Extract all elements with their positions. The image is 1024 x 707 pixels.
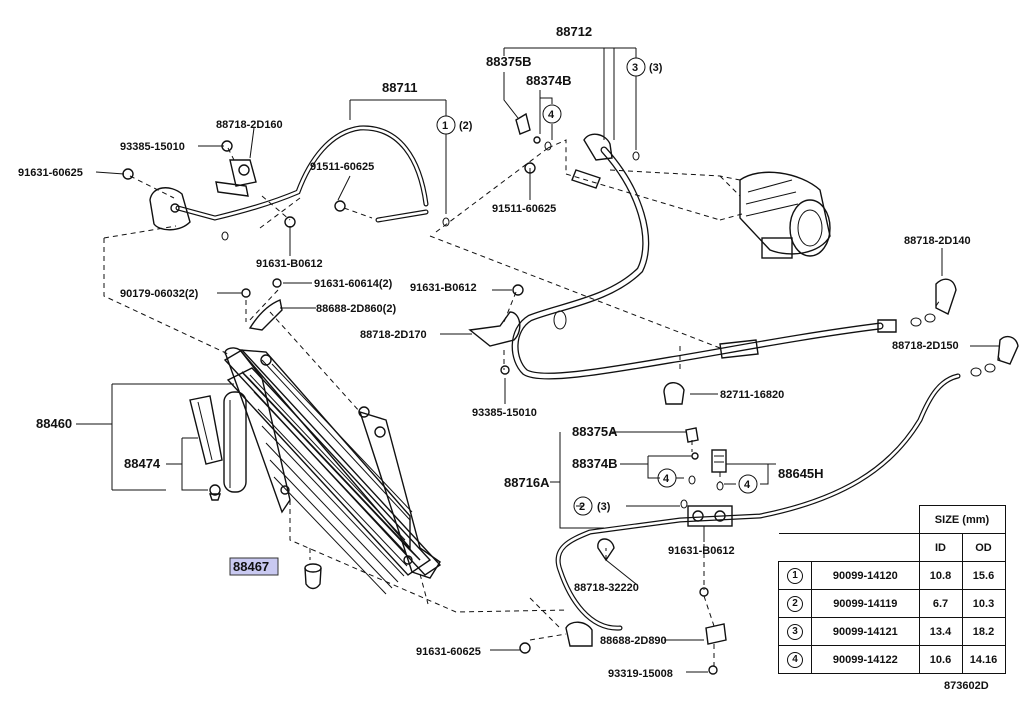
label-88374b: 88374B xyxy=(572,456,618,471)
table-blank-cell xyxy=(778,533,920,562)
label-91631-60614: 91631-60614(2) xyxy=(314,278,393,290)
label-88467: 88467 xyxy=(233,559,269,574)
row-part: 90099-14121 xyxy=(811,617,920,646)
cushion-88467[interactable] xyxy=(304,563,322,590)
label-91631-60625-a: 91631-60625 xyxy=(18,167,83,179)
label-1-suffix: (2) xyxy=(459,120,473,132)
row-id: 13.4 xyxy=(918,617,963,646)
label-88460: 88460 xyxy=(36,416,72,431)
callout-circles: 3 1 4 4 4 2 xyxy=(436,57,758,516)
label-91511-60625-a: 91511-60625 xyxy=(310,161,374,173)
label-88716a: 88716A xyxy=(504,475,550,490)
label-88688-2d860: 88688-2D860(2) xyxy=(316,303,396,315)
label-88374b-top: 88374B xyxy=(526,73,572,88)
label-91511-60625-b: 91511-60625 xyxy=(492,203,556,215)
label-88718-2d150: 88718-2D150 xyxy=(892,340,959,352)
circle-4-mid: 4 xyxy=(663,473,670,485)
label-91631-60625-b: 91631-60625 xyxy=(416,646,481,658)
label-91631-b0612-c: 91631-B0612 xyxy=(668,545,735,557)
leader-lines xyxy=(76,47,1000,673)
table-blank-cell xyxy=(778,505,920,534)
label-88645h: 88645H xyxy=(778,466,824,481)
condenser-88460[interactable] xyxy=(223,347,442,595)
label-88718-32220: 88718-32220 xyxy=(574,582,639,594)
pressure-switch-88645h[interactable] xyxy=(711,449,727,473)
label-90179-06032: 90179-06032(2) xyxy=(120,288,199,300)
highlight-88467 xyxy=(229,557,279,576)
circle-2: 2 xyxy=(579,501,585,513)
circle-3-top: 3 xyxy=(632,62,638,74)
row-id: 10.6 xyxy=(918,645,963,674)
table-col-od: OD xyxy=(961,533,1006,562)
row-number: 3 xyxy=(787,623,804,640)
hose-88712[interactable] xyxy=(511,133,897,380)
row-od: 18.2 xyxy=(961,617,1006,646)
label-93319-15008: 93319-15008 xyxy=(608,668,673,680)
circle-1: 1 xyxy=(442,120,448,132)
size-table: SIZE (mm) ID OD 1 90099-14120 10.8 15.6 … xyxy=(777,505,1006,674)
label-3-suffix: (3) xyxy=(649,62,663,74)
label-88711: 88711 xyxy=(382,80,417,95)
label-88718-2d160: 88718-2D160 xyxy=(216,119,283,131)
label-88718-2d140: 88718-2D140 xyxy=(904,235,971,247)
row-od: 10.3 xyxy=(961,589,1006,618)
label-88688-2d890: 88688-2D890 xyxy=(600,635,667,647)
table-row: 1 90099-14120 10.8 15.6 xyxy=(777,561,1006,590)
label-82711-16820: 82711-16820 xyxy=(720,389,784,401)
label-93385-15010-a: 93385-15010 xyxy=(120,141,185,153)
row-part: 90099-14122 xyxy=(811,645,920,674)
row-number: 2 xyxy=(787,595,804,612)
label-2-suffix: (3) xyxy=(597,501,611,513)
dashed-connector-lines xyxy=(103,139,1001,666)
label-88375b-top: 88375B xyxy=(486,54,532,69)
label-88718-2d170: 88718-2D170 xyxy=(360,329,427,341)
label-93385-15010-b: 93385-15010 xyxy=(472,407,537,419)
label-88712: 88712 xyxy=(556,24,592,39)
part-labels: 88712 88375B 88374B (3) 88711 (2) 88718-… xyxy=(18,24,971,680)
row-od: 14.16 xyxy=(961,645,1006,674)
label-88375a: 88375A xyxy=(572,424,618,439)
row-number: 4 xyxy=(787,651,804,668)
table-row: 3 90099-14121 13.4 18.2 xyxy=(777,617,1006,646)
compressor[interactable] xyxy=(739,171,831,259)
table-col-id: ID xyxy=(918,533,963,562)
circle-4-top: 4 xyxy=(548,109,555,121)
row-id: 10.8 xyxy=(918,561,963,590)
table-title: SIZE (mm) xyxy=(918,505,1006,534)
row-number: 1 xyxy=(787,567,804,584)
receiver-88474[interactable] xyxy=(189,391,247,501)
label-91631-b0612-a: 91631-B0612 xyxy=(256,258,323,270)
row-part: 90099-14120 xyxy=(811,561,920,590)
pipe-88711[interactable] xyxy=(149,125,429,231)
label-91631-b0612-b: 91631-B0612 xyxy=(410,282,477,294)
circle-4-right: 4 xyxy=(744,479,751,491)
row-od: 15.6 xyxy=(961,561,1006,590)
pipe-88716a[interactable] xyxy=(555,373,961,647)
label-88474: 88474 xyxy=(124,456,161,471)
table-row: 4 90099-14122 10.6 14.16 xyxy=(777,645,1006,674)
diagram-reference-code: 873602D xyxy=(944,680,989,692)
row-id: 6.7 xyxy=(918,589,963,618)
row-part: 90099-14119 xyxy=(811,589,920,618)
table-row: 2 90099-14119 6.7 10.3 xyxy=(777,589,1006,618)
